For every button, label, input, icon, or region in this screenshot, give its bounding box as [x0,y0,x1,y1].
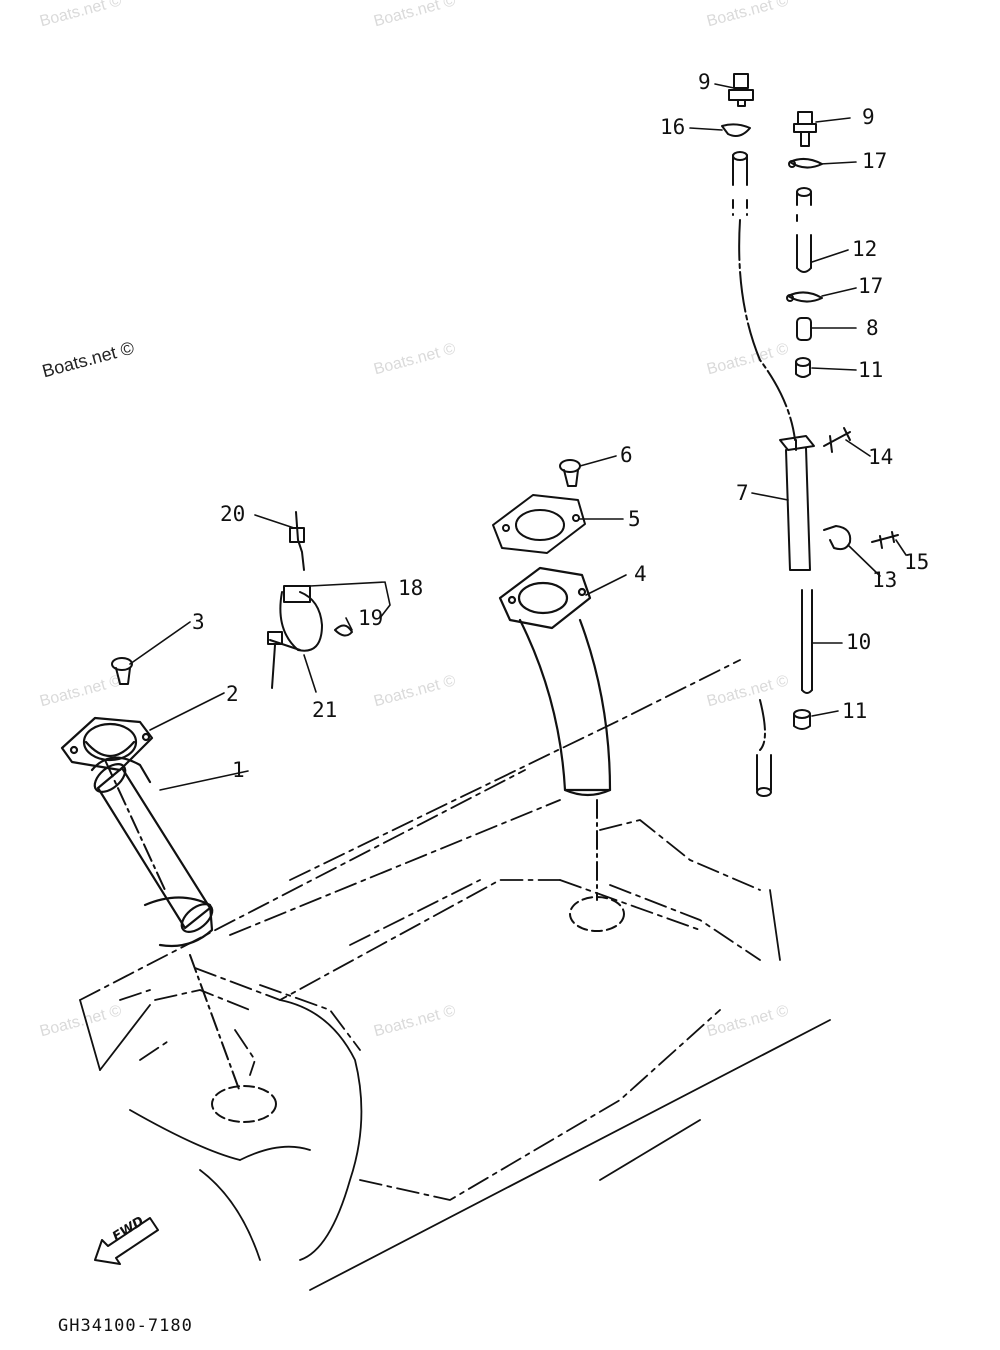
callout-9-right: 9 [862,105,875,129]
tube-12 [796,187,812,273]
deck-opening-2 [569,896,625,932]
deck-opening-1 [211,1085,277,1123]
rivet-14 [823,427,851,453]
callout-13: 13 [872,568,898,592]
centerline-filler [104,759,166,891]
screw-6 [559,459,581,487]
callout-2: 2 [226,682,239,706]
callout-17-lower: 17 [858,274,884,298]
callout-6: 6 [620,443,633,467]
holder-7 [779,435,815,571]
rivet-15 [871,531,899,549]
callout-5: 5 [628,507,641,531]
callout-11-lower: 11 [842,699,868,723]
callout-11-upper: 11 [858,358,884,382]
cap-11-upper [795,357,811,378]
callout-3: 3 [192,610,205,634]
callout-8: 8 [866,316,879,340]
centerline-1 [189,954,241,1093]
callout-9-left: 9 [698,70,711,94]
part-8 [796,317,812,341]
cap-9-left [728,73,754,107]
callout-19: 19 [358,606,384,630]
screw-3 [111,657,133,685]
callout-15: 15 [904,550,930,574]
drawing-code: GH34100-7180 [58,1316,193,1336]
filler-neck-hose [90,756,214,948]
leader-lines [129,83,907,791]
fwd-arrow-icon [94,1217,159,1265]
callout-12: 12 [852,237,878,261]
filler-cap-assembly [60,716,154,772]
hull-solid-lines [79,889,831,1291]
vent-hose-long [732,151,796,797]
callout-20: 20 [220,502,246,526]
callout-16: 16 [660,115,686,139]
callout-21: 21 [312,698,338,722]
callout-17-upper: 17 [862,149,888,173]
cap-9-right [793,111,817,147]
hull-outline [79,659,761,1201]
callout-4: 4 [634,562,647,586]
callout-14: 14 [868,445,894,469]
callout-7: 7 [736,481,749,505]
callout-1: 1 [232,758,245,782]
sender-assembly [267,511,353,689]
clamp-13 [823,525,852,551]
callout-10: 10 [846,630,872,654]
tank-hose-4 [498,566,612,797]
clip-17-upper [788,158,823,169]
clip-16 [721,123,751,137]
gasket-5 [492,494,586,554]
hose-10 [801,589,813,694]
callout-18: 18 [398,576,424,600]
cap-11-lower [793,709,811,730]
clip-17-lower [786,291,823,303]
